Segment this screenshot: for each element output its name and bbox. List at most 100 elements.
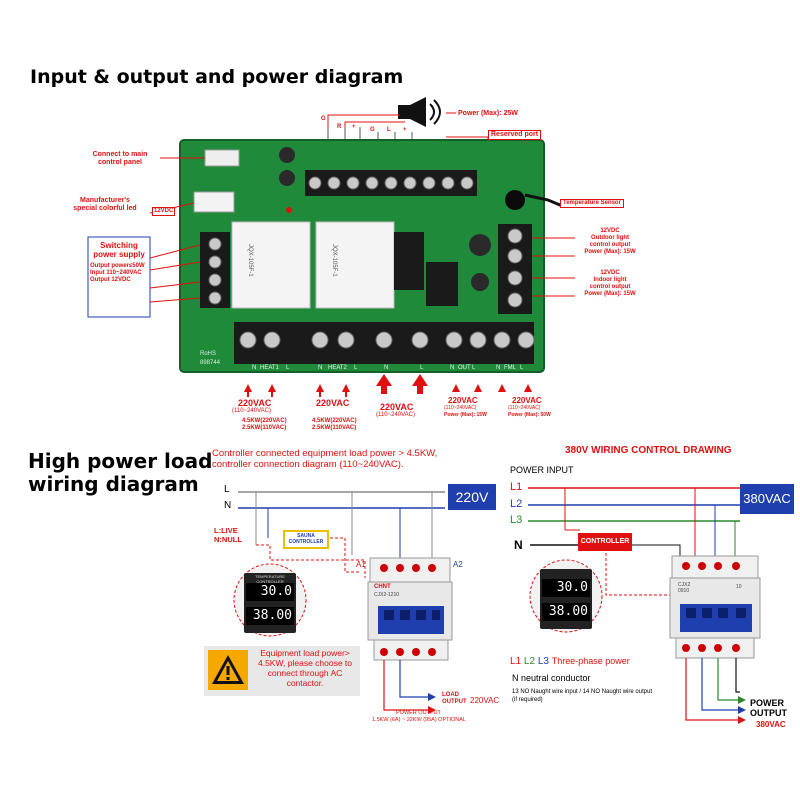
pin-label: L xyxy=(354,365,358,371)
indoor-light-label: 12VDC Indoor light control output Power … xyxy=(584,270,636,297)
group4-powers: Power (Max): 15W xyxy=(444,412,487,418)
phase-l3: L3 xyxy=(537,656,549,667)
pin-label: L xyxy=(472,365,476,371)
terminal-screw xyxy=(208,255,222,269)
group4-range: (110~240VAC) xyxy=(444,405,477,411)
terminal-screw xyxy=(507,292,523,308)
terminal-screw xyxy=(507,228,523,244)
pin-g2: G xyxy=(370,127,375,133)
contactor-220v xyxy=(367,557,453,661)
terminal-screw xyxy=(441,176,455,190)
voltage-box-380v: 380VAC xyxy=(740,484,794,514)
led-voltage-label: 12VDC xyxy=(152,207,176,216)
terminal-screw xyxy=(375,331,393,349)
rohs-text: RoHS xyxy=(200,351,217,357)
terminal-screw xyxy=(365,176,379,190)
contactor-380-model: CJX2 0910 xyxy=(678,582,691,594)
relay-1 xyxy=(231,221,311,309)
pin-label: L xyxy=(520,365,524,371)
group1-range: (110~240VAC) xyxy=(232,408,271,414)
warning-text: Equipment load power> 4.5KW, please choo… xyxy=(257,648,353,688)
terminal-screw xyxy=(346,176,360,190)
switching-supply-specs: Output power≤50W Input 110~240VAC Output… xyxy=(90,263,145,283)
board-number: 898744 xyxy=(200,360,221,366)
group2-voltage: 220VAC xyxy=(316,398,350,408)
temperature-sensor-label: Temperature Sensor xyxy=(560,199,624,208)
display-header: TEMPERATURE CONTROLLER xyxy=(255,574,285,584)
terminal-screw xyxy=(422,176,436,190)
pin-label: HEAT2 xyxy=(328,365,347,371)
terminal-screw xyxy=(460,176,474,190)
pin-label: HEAT1 xyxy=(260,365,279,371)
relay-2 xyxy=(315,221,395,309)
pin-label: L xyxy=(286,365,290,371)
terminal-screw xyxy=(208,237,222,251)
section2-title-line1: High power load xyxy=(28,449,213,473)
pin-label: N xyxy=(496,365,501,371)
contactor-380v xyxy=(669,555,761,659)
sauna-controller-box xyxy=(283,530,329,549)
speaker-power-label: Power (Max): 25W xyxy=(458,110,518,117)
line-l2-label: L2 xyxy=(510,498,523,510)
power-output-label: POWER OUTPUT xyxy=(396,710,441,716)
load-output-label: LOAD OUTPUT xyxy=(442,692,467,705)
output-arrows xyxy=(244,374,532,397)
pin-g1: G xyxy=(321,116,326,122)
section3-title: 380V WIRING CONTROL DRAWING xyxy=(565,445,732,456)
group3-voltage: 220VAC xyxy=(380,402,414,412)
section1-title: Input & output and power diagram xyxy=(30,66,404,88)
terminal-screw xyxy=(411,331,429,349)
manufacturer-led-label: Manufacturer's special colorful led xyxy=(73,197,137,212)
pin-label: N xyxy=(318,365,323,371)
line-l3-label: L3 xyxy=(510,514,523,526)
pin-l: L xyxy=(387,127,391,133)
contactor-380-small: 10 xyxy=(736,584,742,590)
group1-voltage: 220VAC xyxy=(238,398,272,408)
line-n-label: N xyxy=(514,538,523,552)
pin-plus2: + xyxy=(403,127,407,133)
a1-label: A1 xyxy=(356,560,366,569)
terminal-screw xyxy=(239,331,257,349)
high-power-wiring xyxy=(233,491,453,714)
power-output-380-label: POWER OUTPUT xyxy=(750,698,787,718)
live-null-legend: L:LIVE N:NULL xyxy=(214,526,242,544)
phase-l2: L2 xyxy=(523,656,536,667)
terminal-screw xyxy=(507,270,523,286)
load-output-voltage: 220VAC xyxy=(470,696,500,705)
outdoor-light-label: 12VDC Outdoor light control output Power… xyxy=(584,228,636,255)
terminal-screw xyxy=(337,331,355,349)
phase-l1: L1 xyxy=(510,656,522,667)
line-l1-label: L1 xyxy=(510,481,523,493)
a2-label: A2 xyxy=(453,560,463,569)
pin-label: FML xyxy=(504,365,516,371)
display-value-1-380: 30.0 xyxy=(556,580,588,595)
terminal-screw xyxy=(308,176,322,190)
section2-description: Controller connected equipment load powe… xyxy=(212,448,438,470)
terminal-screw xyxy=(263,331,281,349)
phase-legend: L1 L2 L3 Three-phase power xyxy=(510,656,630,667)
three-phase-wiring xyxy=(528,487,761,724)
terminal-screw xyxy=(311,331,329,349)
group5-range: (110~240VAC) xyxy=(508,405,541,411)
group5-powers: Power (Max): 50W xyxy=(508,412,551,418)
group2-powers: 4.5KW(220VAC) 2.5KW(110VAC) xyxy=(312,418,357,431)
voltage-box-220v: 220V xyxy=(448,484,496,510)
contactor-model: CJX2-1210 xyxy=(374,592,400,598)
output-voltage-380: 380VAC xyxy=(756,720,786,729)
pin-label: N xyxy=(450,365,455,371)
connect-main-panel-label: Connect to main control panel xyxy=(92,151,148,166)
speaker-icon xyxy=(398,97,441,127)
terminal-screw xyxy=(445,331,463,349)
terminal-screw xyxy=(384,176,398,190)
relay-1-text: JQX-105F-1 xyxy=(247,244,253,277)
contactor-brand: CHNT xyxy=(374,584,391,590)
display-value-2-380: 38.00 xyxy=(548,604,588,619)
group4-voltage: 220VAC xyxy=(448,396,478,405)
terminal-screw xyxy=(208,291,222,305)
relay-2-text: JQX-105F-1 xyxy=(331,244,337,277)
pin-label: N xyxy=(252,365,257,371)
switching-supply-title: Switching power supply xyxy=(93,241,145,259)
power-range-label: 1.5KW (6A) ~ 22KW (95A) OPTIONAL xyxy=(372,717,466,723)
io-power-diagram xyxy=(87,97,600,397)
terminal-screw xyxy=(507,248,523,264)
